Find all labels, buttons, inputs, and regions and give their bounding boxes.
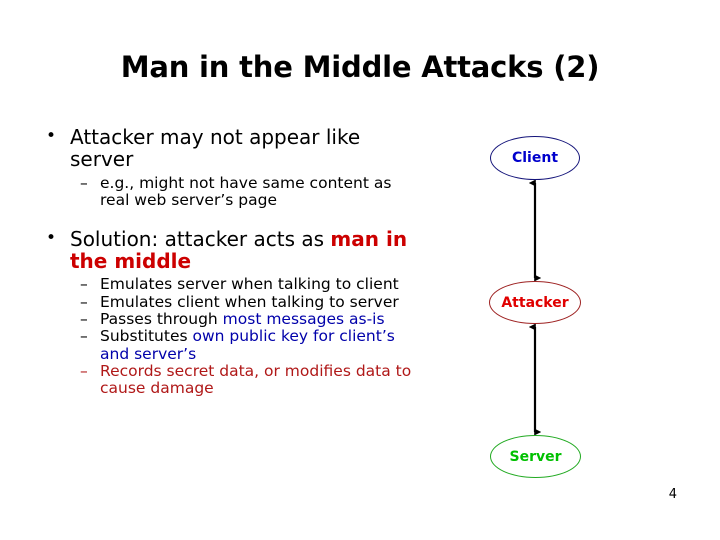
sub-bullet-text: Substitutes own public key for client’s …: [100, 328, 416, 363]
diagram-connectors: [528, 179, 542, 436]
mitm-diagram: Client Attacker Server: [440, 120, 720, 500]
sub-bullet-marker: –: [80, 292, 88, 311]
sub-bullet-text: Passes through most messages as-is: [100, 310, 416, 328]
sub-bullet-text: Records secret data, or modifies data to…: [100, 362, 412, 398]
sub-bullet-item: – e.g., might not have same content as r…: [36, 173, 416, 210]
bullet-text-emphasis: man in the middle: [70, 226, 408, 273]
spacer: [36, 210, 416, 228]
bullet-item: • Attacker may not appear like server: [36, 126, 416, 171]
bullet-text: Solution: attacker acts as man in the mi…: [70, 226, 416, 273]
node-client-label: Client: [511, 150, 559, 166]
sub-bullet-text-highlight: most messages as-is: [222, 310, 385, 328]
node-server-label: Server: [509, 448, 562, 465]
sub-bullet-text-black: Passes through: [100, 310, 223, 328]
sub-bullet-text-black: Substitutes: [100, 327, 193, 346]
sub-bullet-marker: –: [80, 275, 88, 294]
bullet-text-plain: Solution: attacker acts as: [70, 226, 331, 251]
sub-bullet-item: – Emulates server when talking to client: [36, 275, 416, 294]
bullet-text: Attacker may not appear like server: [70, 125, 361, 172]
node-server: Server: [490, 435, 581, 478]
node-client: Client: [490, 136, 580, 180]
sub-bullet-item: – Substitutes own public key for client’…: [36, 327, 416, 363]
bullet-marker: •: [46, 126, 57, 146]
sub-bullet-item: – Passes through most messages as-is: [36, 310, 416, 328]
node-attacker-label: Attacker: [501, 294, 569, 311]
sub-bullet-item: – Emulates client when talking to server: [36, 292, 416, 311]
sub-bullet-text: Emulates server when talking to client: [100, 275, 399, 294]
sub-bullet-marker: –: [80, 310, 88, 328]
sub-bullet-text: Emulates client when talking to server: [100, 292, 399, 311]
page-number: 4: [668, 487, 677, 502]
bullet-item: • Solution: attacker acts as man in the …: [36, 226, 416, 273]
sub-bullet-marker: –: [80, 327, 88, 346]
page-title: Man in the Middle Attacks (2): [120, 50, 600, 84]
sub-bullet-text-highlight: own public key for client’s and server’s: [100, 327, 395, 363]
node-attacker: Attacker: [489, 281, 581, 324]
sub-bullet-item: – Records secret data, or modifies data …: [36, 362, 416, 398]
bullet-marker: •: [46, 227, 57, 248]
sub-bullet-marker: –: [80, 173, 88, 192]
sub-bullet-marker: –: [80, 362, 88, 381]
sub-bullet-text: e.g., might not have same content as rea…: [100, 173, 392, 210]
body-content: • Attacker may not appear like server – …: [36, 126, 416, 398]
